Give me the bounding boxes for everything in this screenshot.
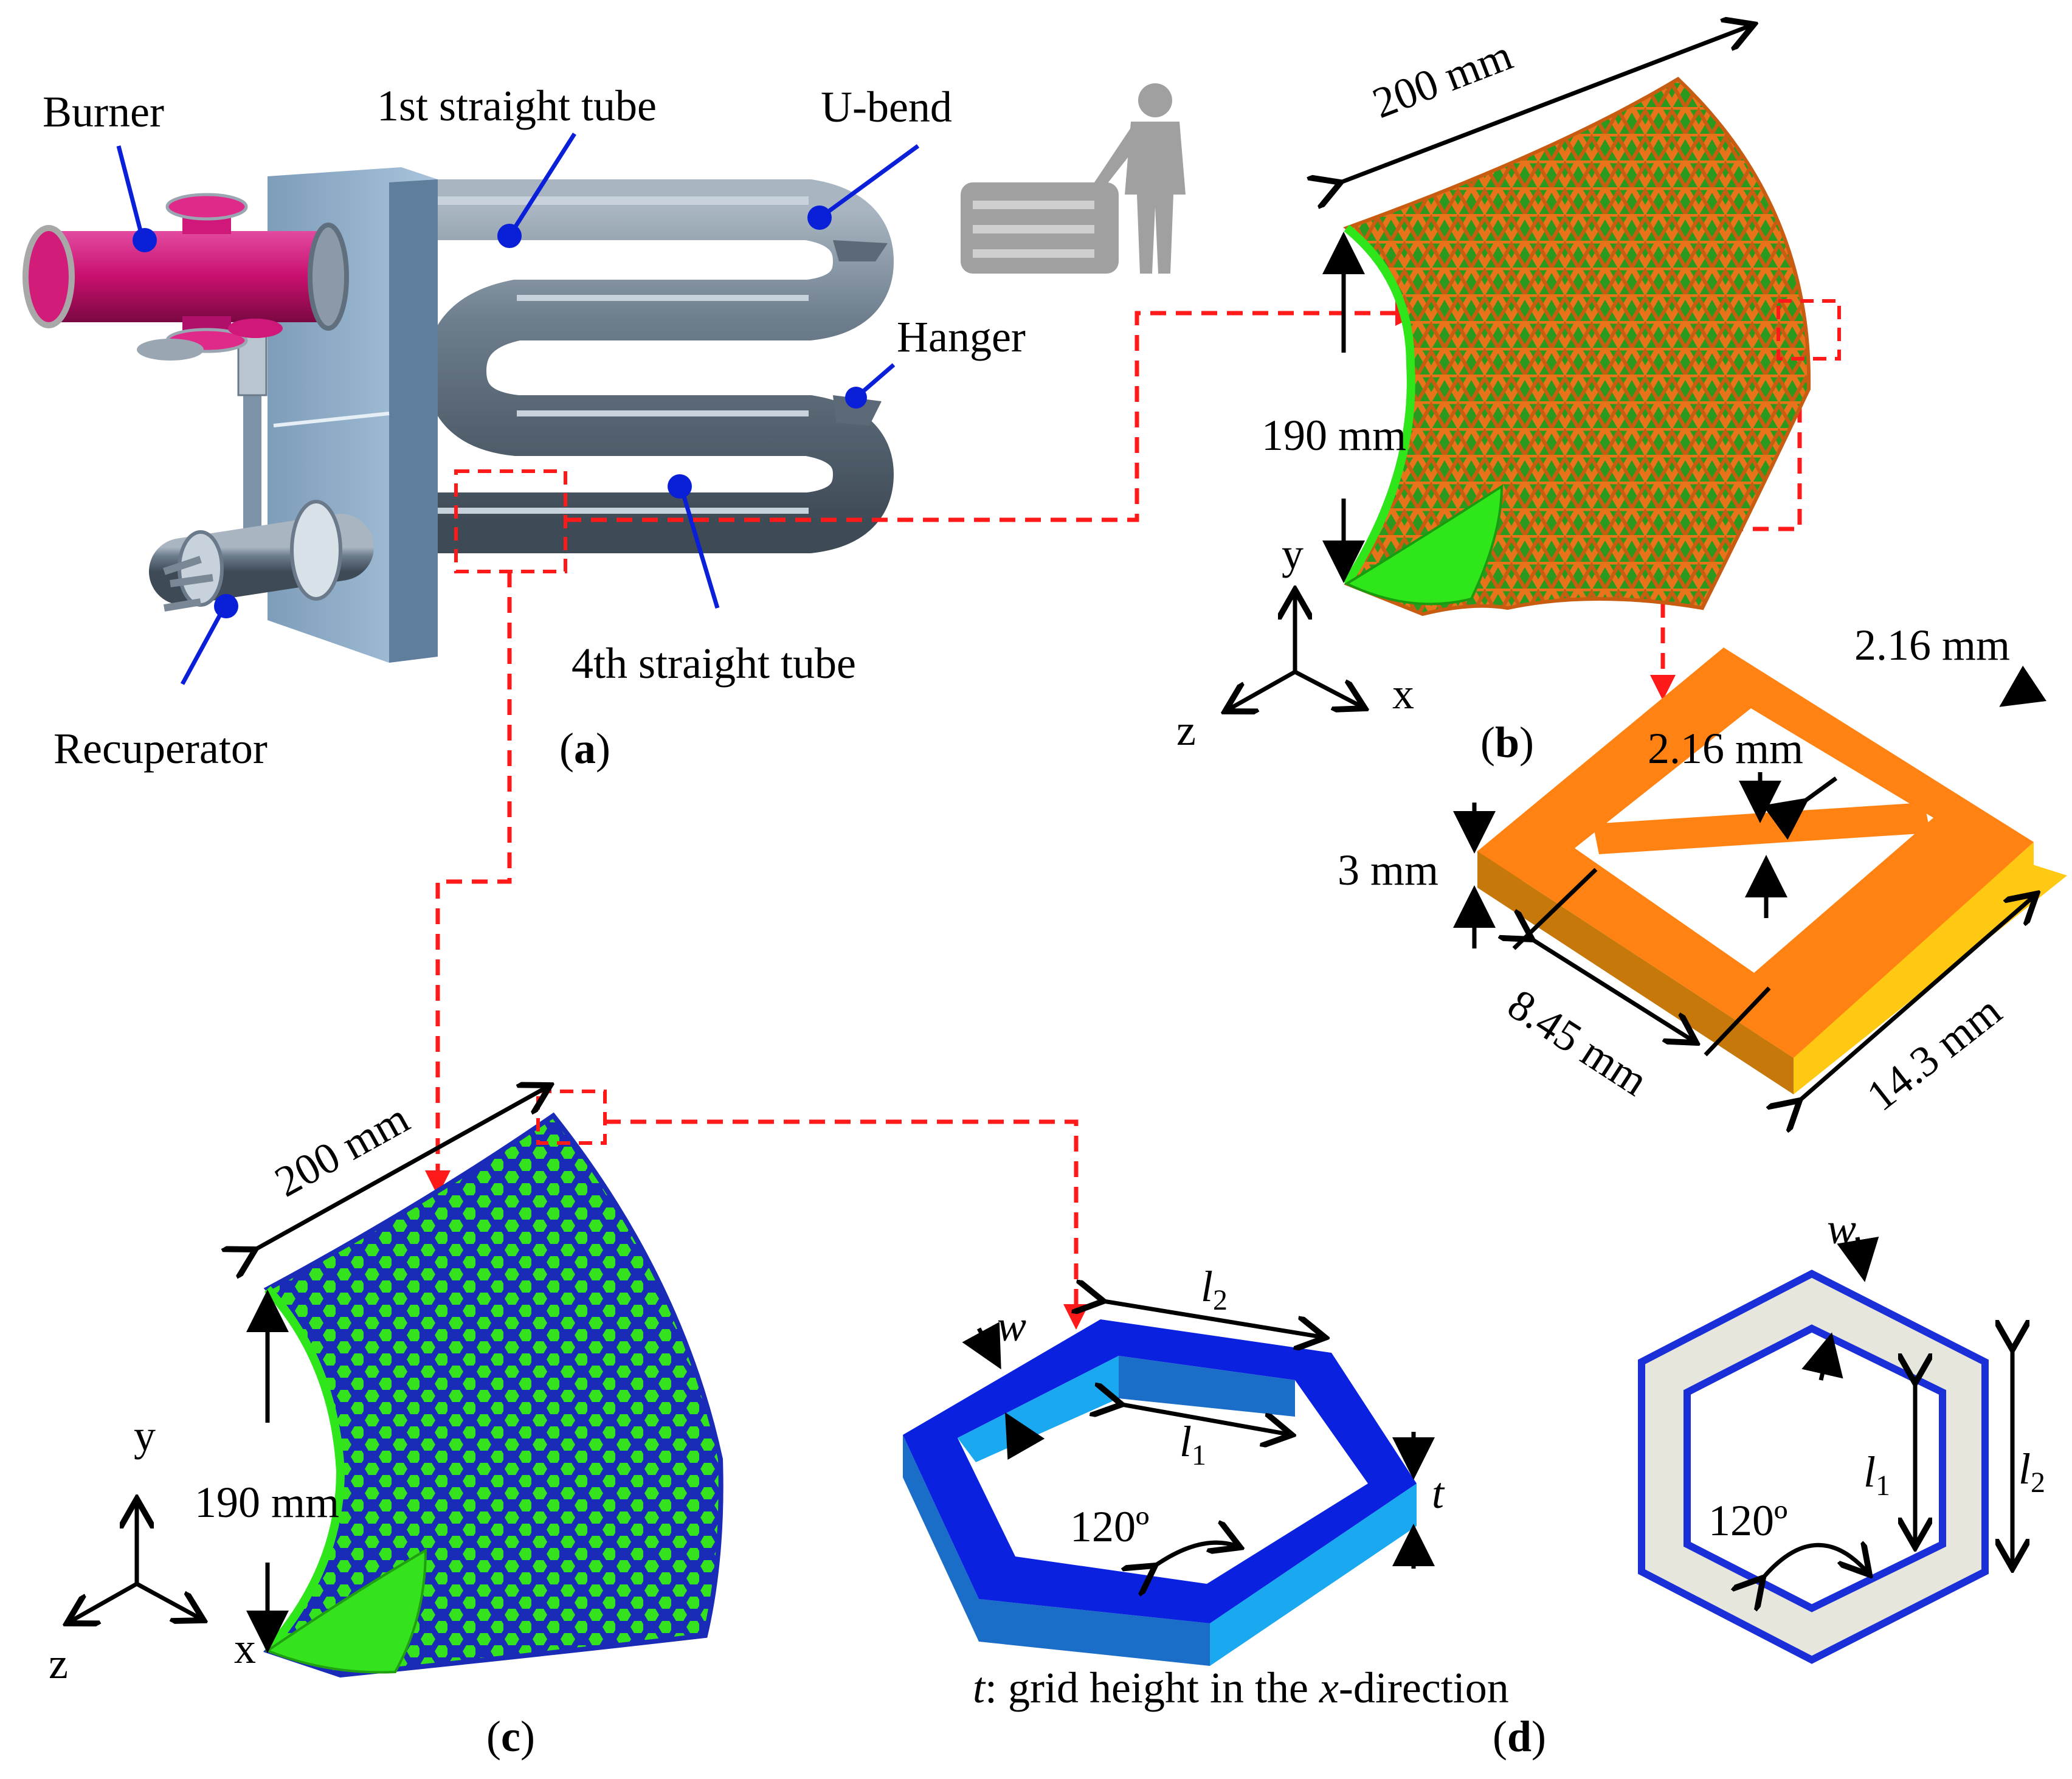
dim-200mm-b xyxy=(1341,24,1754,182)
label-c-l1: l1 xyxy=(1179,1417,1206,1471)
caption-d: (d) xyxy=(1493,1712,1546,1761)
dim-cell-length xyxy=(1800,894,2037,1100)
panel-b-highlight-box xyxy=(1777,299,1841,361)
label-c-l2: l2 xyxy=(1201,1262,1228,1316)
dim-w-d-bottom xyxy=(1801,1332,1843,1381)
label-c-t: t xyxy=(1432,1469,1445,1518)
unit-cell-b: 2.16 mm 2.16 mm 3 mm 8.45 mm 14.3 mm xyxy=(1338,621,2067,1121)
dim-w-c-top xyxy=(962,1322,1001,1370)
burner-assembly xyxy=(22,193,349,361)
label-c-angle: 120º xyxy=(1070,1502,1149,1551)
u-bend-marker-icon xyxy=(807,206,832,230)
axis-c-y: y xyxy=(134,1411,156,1460)
label-b-rib-inner: 2.16 mm xyxy=(1648,724,1803,773)
hanger-marker-icon xyxy=(845,387,867,409)
hex-lattice-surface xyxy=(263,1112,723,1678)
label-d-w: w xyxy=(1827,1204,1856,1253)
axis-c-x: x xyxy=(234,1624,256,1673)
recuperator-marker-icon xyxy=(214,594,238,618)
hanger-lower xyxy=(833,395,882,426)
dim-l1-c xyxy=(1122,1404,1292,1435)
hanger-upper xyxy=(833,240,888,261)
label-b-height: 190 mm xyxy=(1262,411,1406,460)
label-d-angle: 120º xyxy=(1708,1496,1787,1545)
label-d-l1: l1 xyxy=(1863,1448,1890,1502)
tube-assembly xyxy=(395,179,894,553)
angle-arc-c xyxy=(1155,1542,1240,1566)
dim-l2-c xyxy=(1103,1301,1325,1338)
axis-c-z: z xyxy=(49,1639,68,1688)
orange-lattice-surface xyxy=(1343,77,1811,617)
label-c-length: 200 mm xyxy=(267,1094,417,1206)
angle-arc-d xyxy=(1763,1545,1870,1578)
inner-hexagon xyxy=(1684,1324,1946,1612)
label-b-thickness: 3 mm xyxy=(1338,846,1438,894)
burner-marker-icon xyxy=(133,228,157,252)
dim-w-c-bottom xyxy=(1005,1412,1045,1460)
lattice-edge-upper xyxy=(1343,224,1415,586)
label-c-height: 190 mm xyxy=(195,1478,339,1527)
axis-b-y: y xyxy=(1282,530,1304,578)
label-b-cell-width: 8.45 mm xyxy=(1499,979,1656,1105)
label-c-w: w xyxy=(997,1302,1026,1350)
label-b-length: 200 mm xyxy=(1366,30,1519,128)
label-u-bend: U-bend xyxy=(821,83,952,131)
axis-b-z: z xyxy=(1176,706,1196,755)
axis-triad-c: y x z xyxy=(49,1411,256,1688)
note-grid-height: t: grid height in the x-direction xyxy=(973,1663,1509,1712)
dim-rib-outer xyxy=(1999,665,2047,707)
dim-rib-inner-diag xyxy=(1763,776,1838,840)
axis-triad-b: y x z xyxy=(1176,530,1414,755)
caption-a: (a) xyxy=(559,724,610,773)
panel-c-hex-tube: 200 mm 190 mm y x z xyxy=(49,1085,723,1688)
dim-200mm-c xyxy=(255,1085,550,1249)
hex-edge xyxy=(264,1286,345,1654)
caption-c: (c) xyxy=(486,1712,535,1761)
label-first-straight-tube: 1st straight tube xyxy=(377,81,657,130)
label-d-l2: l2 xyxy=(2018,1445,2045,1499)
fourth-tube-marker-icon xyxy=(668,474,692,499)
axis-b-x: x xyxy=(1392,669,1414,718)
label-fourth-straight-tube: 4th straight tube xyxy=(572,639,856,688)
dim-w-d-top xyxy=(1837,1237,1879,1282)
panel-d-hex-cell: w l1 l2 120º xyxy=(1638,1204,2045,1664)
hex-unit-cell-c: w l2 l1 120º t xyxy=(903,1262,1445,1666)
panel-a-heat-exchanger-illustration: Burner 1st straight tube U-bend Hanger 4… xyxy=(22,81,1186,773)
recuperator-assembly xyxy=(149,327,374,612)
label-hanger: Hanger xyxy=(897,313,1026,361)
green-inner-skin xyxy=(1344,484,1504,606)
label-recuperator: Recuperator xyxy=(54,724,268,773)
label-burner: Burner xyxy=(43,88,164,136)
dim-cell-width xyxy=(1532,939,1696,1043)
first-tube-marker-icon xyxy=(497,224,522,248)
human-scale-silhouette-icon xyxy=(961,83,1186,274)
green-inner-skin-c xyxy=(264,1548,427,1674)
label-b-rib-outer: 2.16 mm xyxy=(1854,621,2010,669)
part-leader-lines xyxy=(116,133,920,685)
caption-b: (b) xyxy=(1480,718,1534,767)
panel-c-highlight-box xyxy=(536,1090,607,1145)
panel-b-lattice-tube: 200 mm 190 mm y x z xyxy=(1176,24,1841,755)
